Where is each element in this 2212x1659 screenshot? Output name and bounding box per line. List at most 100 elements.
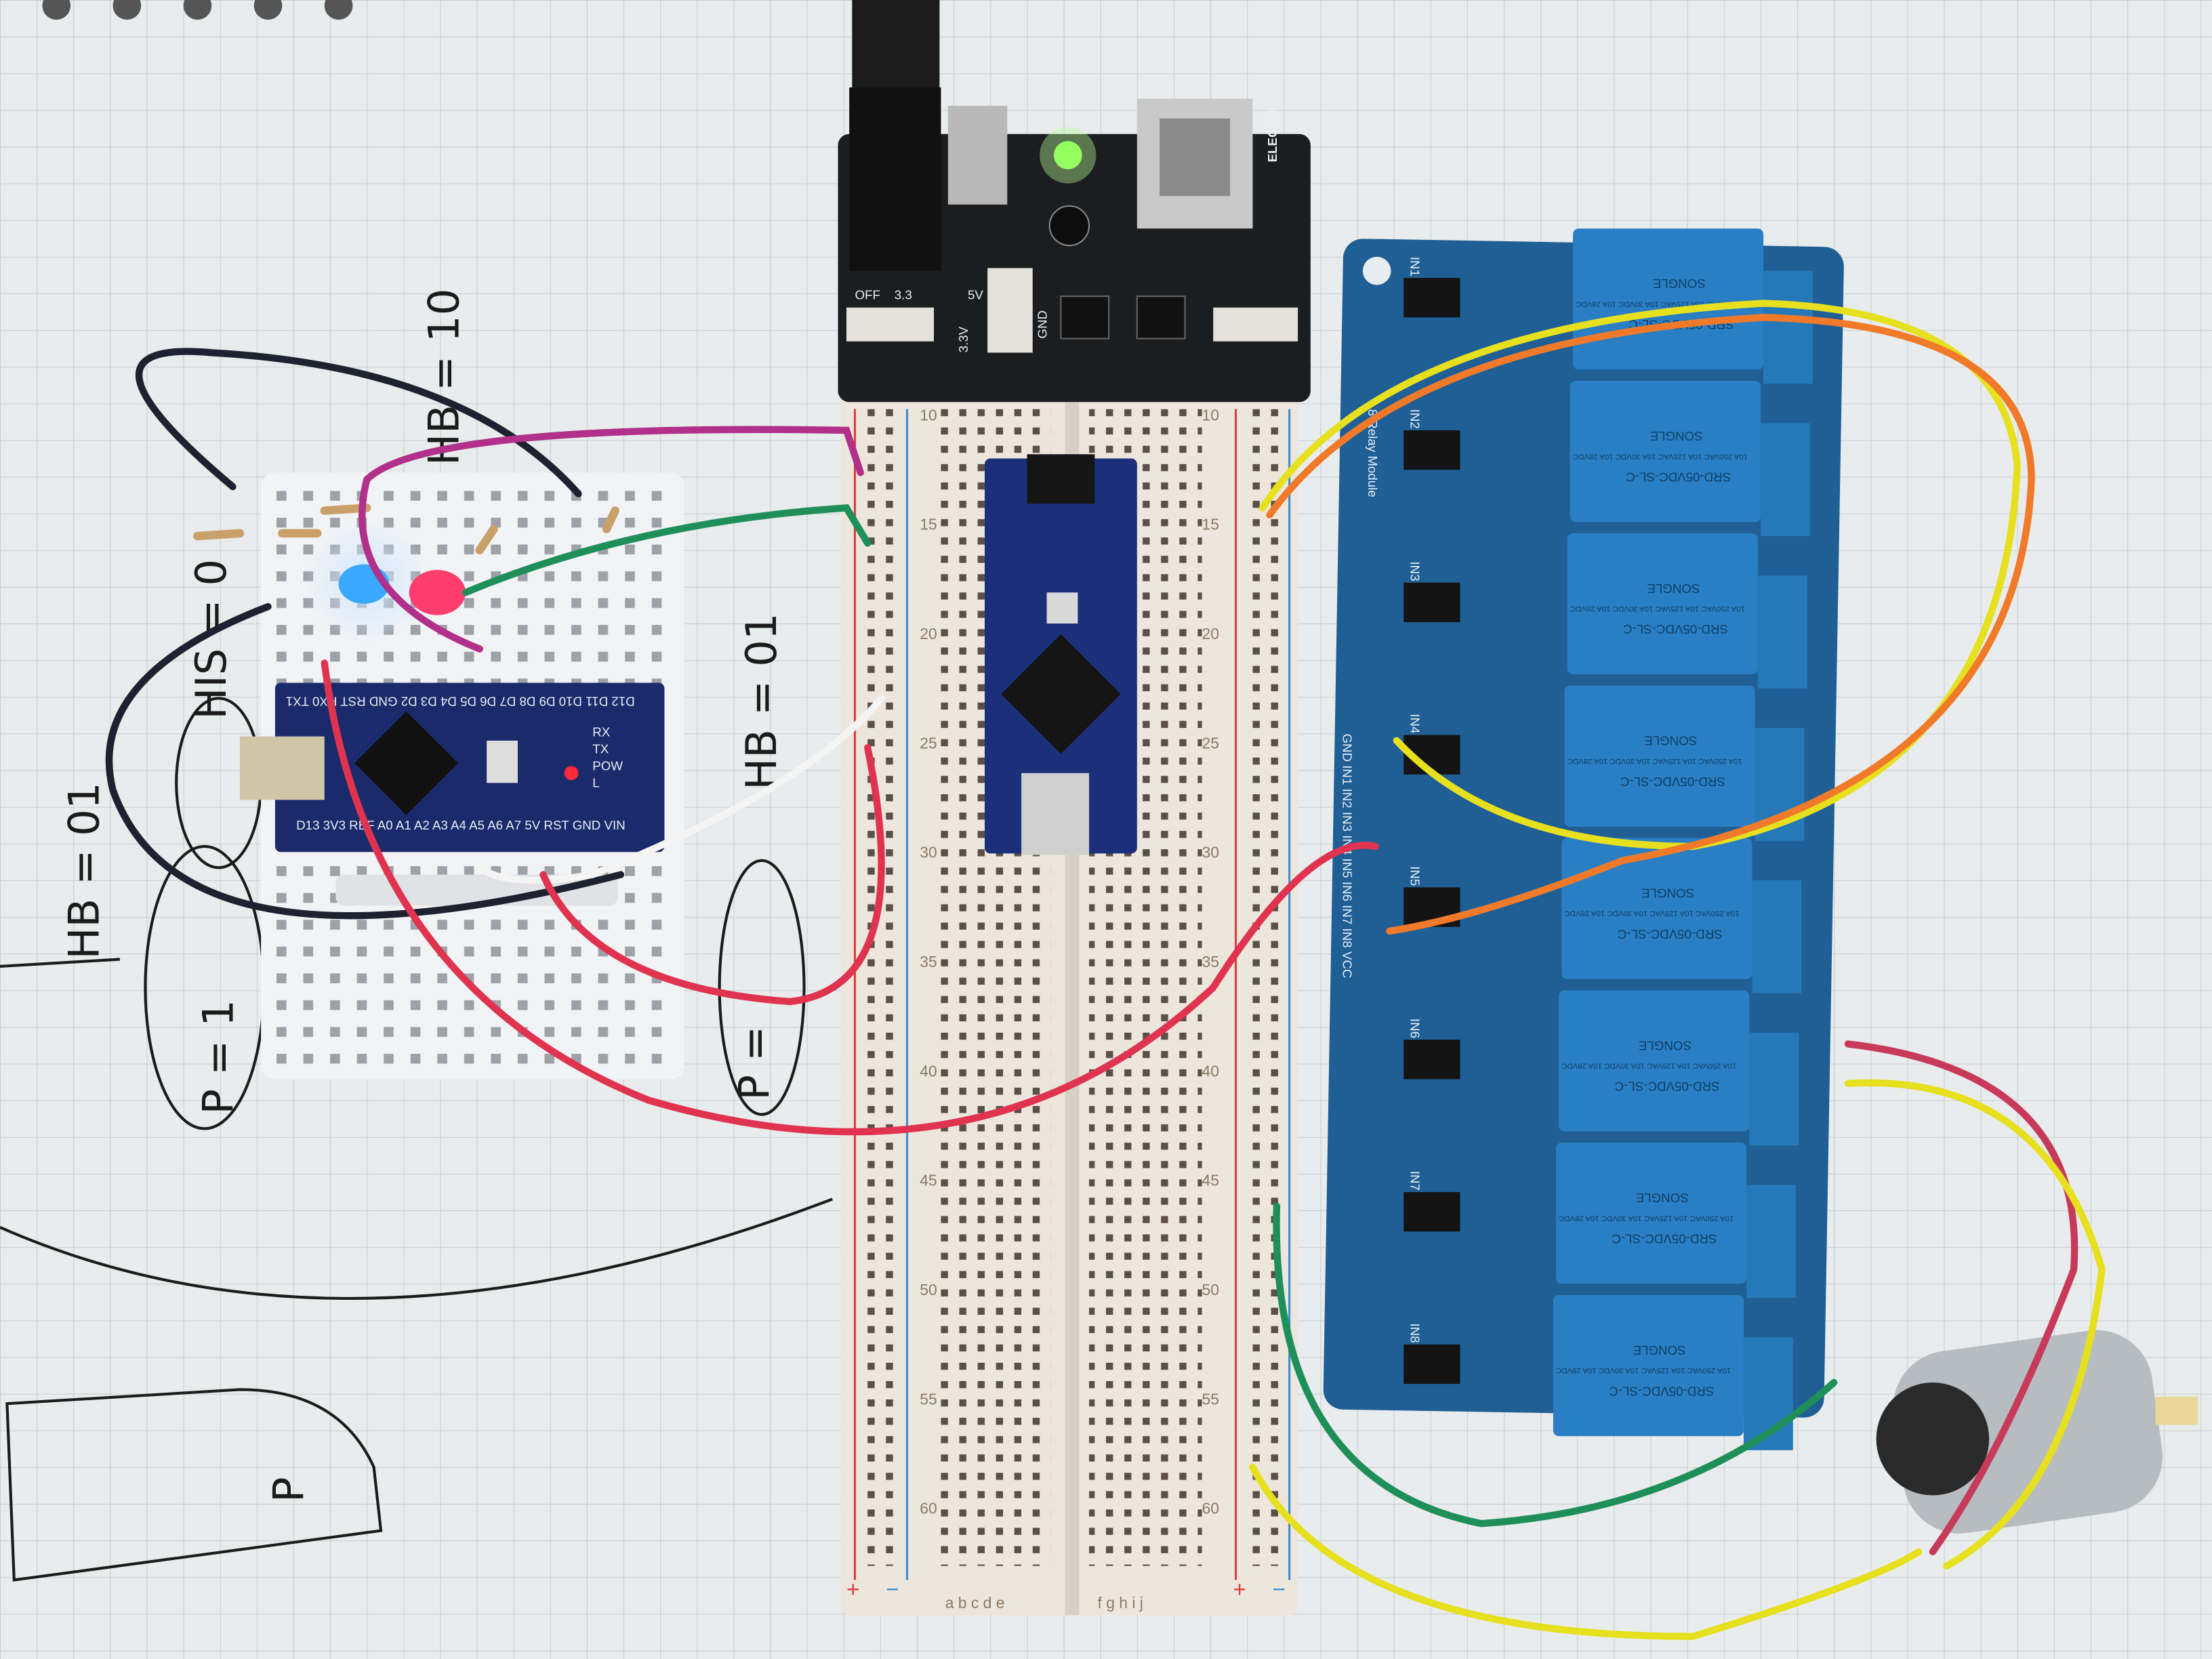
relay-model: SRD-05VDC-SL-C [1620,775,1725,789]
relay-channel: IN2 SRD-05VDC-SL-C 10A 250VAC 10A 125VAC… [1404,381,1810,537]
led-tx-label: TX [592,742,609,756]
relay-brand: SONGLE [1647,581,1700,596]
relay-model: SRD-05VDC-SL-C [1626,470,1731,484]
relay [1556,1143,1747,1284]
row-number: 35 [1202,953,1219,970]
relay-channel: IN3 SRD-05VDC-SL-C 10A 250VAC 10A 125VAC… [1404,533,1807,689]
arduino-nano-main [984,454,1137,855]
relay-model: SRD-05VDC-SL-C [1618,927,1723,941]
power-supply-module: ELEGOO OFF 3.3 3.3V 5V GND [838,0,1311,403]
note-p-0: P = [729,1026,779,1101]
relay-brand: SONGLE [1636,1191,1689,1205]
relay-model: SRD-05VDC-SL-C [1612,1231,1717,1246]
relay-module-title: 8 Relay Module [1366,409,1380,497]
row-number: 10 [1202,406,1219,424]
relay-channel: IN7 SRD-05VDC-SL-C 10A 250VAC 10A 125VAC… [1404,1143,1796,1298]
relay-model: SRD-05VDC-SL-C [1609,1384,1714,1398]
motor-shaft [2155,1396,2198,1425]
row-number: 45 [920,1172,937,1189]
rail-plus-left: + [846,1577,859,1602]
row-number: 60 [920,1500,937,1517]
nano-top-pins: D12 D11 D10 D9 D8 D7 D6 D5 D4 D3 D2 GND … [286,694,635,708]
dc-motor [1876,1330,2198,1534]
handwritten-notes: HB = 10 HIS = 0 HB = 01 HB = 01 P = 1 P … [0,289,833,1582]
note-hb-01-right: HB = 01 [737,613,786,790]
row-number: 20 [1202,625,1219,642]
row-number: 15 [920,516,937,533]
arduino-nano-mini: D12 D11 D10 D9 D8 D7 D6 D5 D4 D3 D2 GND … [239,682,665,853]
row-number: 45 [1202,1172,1219,1189]
note-hb-01-left: HB = 01 [60,782,109,959]
relay-brand: SONGLE [1641,886,1694,900]
relay-rating: 10A 250VAC 10A 125VAC 10A 30VDC 10A 28VD… [1556,1366,1731,1374]
row-number: 25 [1202,734,1219,752]
note-p-box: P [264,1477,314,1502]
row-number: 25 [920,734,937,752]
optocoupler [1404,1344,1460,1385]
row-number: 20 [920,625,937,642]
row-number: 30 [1202,844,1219,861]
note-hb-10: HB = 10 [419,289,469,466]
screw-terminal[interactable] [1752,880,1802,994]
nano-reset-button[interactable] [487,740,518,783]
columns-right-label: f g h i j [1098,1594,1143,1612]
led-pow-label: POW [592,759,623,773]
row-number: 60 [1202,1500,1219,1517]
rail-minus-right: − [1273,1577,1286,1602]
relay [1573,228,1764,370]
screw-terminal[interactable] [1749,1032,1799,1146]
relay-model: SRD-05VDC-SL-C [1615,1080,1720,1094]
relay-rating: 10A 250VAC 10A 125VAC 10A 30VDC 10A 28VD… [1561,1062,1736,1070]
led-l-label: L [592,776,599,790]
row-number: 55 [1202,1390,1219,1408]
optocoupler [1404,1191,1460,1232]
nano-usb-port [239,736,325,800]
jumper-wires [105,300,2106,1640]
note-p-1: P = 1 [193,1000,243,1114]
nano-bottom-pins: D13 3V3 REF A0 A1 A2 A3 A4 A5 A6 A7 5V R… [296,818,626,832]
row-number: 35 [920,953,937,970]
power-switch[interactable] [947,106,1008,205]
label-3-3v: 3.3V [956,326,970,352]
optocoupler [1404,582,1460,622]
relay-rating: 10A 250VAC 10A 125VAC 10A 30VDC 10A 28VD… [1559,1214,1734,1222]
rail-plus-right: + [1233,1577,1246,1602]
relay [1559,990,1750,1132]
relay-brand: SONGLE [1639,1038,1692,1052]
relay [1570,381,1761,523]
screw-terminal[interactable] [1746,1185,1796,1298]
relay-brand: SONGLE [1653,276,1706,291]
row-number: 40 [920,1062,937,1080]
relay-input-label: IN3 [1408,561,1422,581]
label-off: OFF [855,287,880,302]
screw-terminal[interactable] [1760,423,1810,537]
optocoupler [1404,1040,1460,1080]
row-number: 50 [920,1281,937,1298]
notebook-rings [42,0,353,20]
label-5v: 5V [968,287,983,302]
relay-rating: 10A 250VAC 10A 125VAC 10A 30VDC 10A 28VD… [1570,605,1745,613]
row-number: 10 [920,406,937,424]
relay-channel: IN5 SRD-05VDC-SL-C 10A 250VAC 10A 125VAC… [1404,838,1802,994]
screw-terminal[interactable] [1757,575,1807,689]
row-number: 50 [1202,1281,1219,1298]
screw-terminal[interactable] [1763,270,1813,384]
relay-rating: 10A 250VAC 10A 125VAC 10A 30VDC 10A 28VD… [1567,757,1742,765]
relay [1561,838,1753,979]
power-module-brand: ELEGOO [1265,108,1279,162]
row-number: 15 [1202,516,1219,533]
relay-input-label: IN7 [1408,1171,1422,1191]
relay-channel: IN6 SRD-05VDC-SL-C 10A 250VAC 10A 125VAC… [1404,990,1799,1146]
relay-input-label: IN6 [1408,1019,1422,1038]
relay-brand: SONGLE [1650,429,1702,443]
rail-minus-left: − [886,1577,899,1602]
relay-input-label: IN5 [1408,866,1422,886]
relay [1553,1294,1744,1437]
relay-rating: 10A 250VAC 10A 125VAC 10A 30VDC 10A 28VD… [1573,452,1748,460]
relay-model: SRD-05VDC-SL-C [1623,622,1728,636]
optocoupler [1404,278,1460,318]
reset-button[interactable] [1046,592,1078,624]
row-number: 30 [920,844,937,861]
label-3-3: 3.3 [895,287,912,302]
